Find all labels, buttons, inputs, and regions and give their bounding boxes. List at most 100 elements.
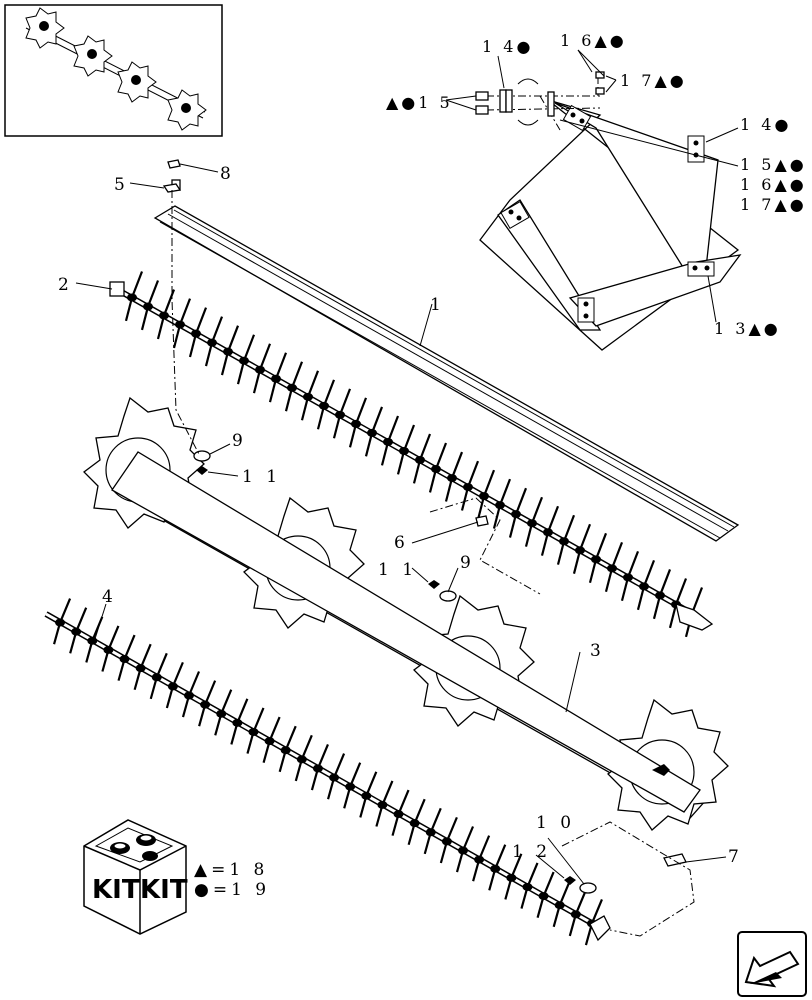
tine-collar (207, 338, 217, 347)
previous-page-arrow-icon[interactable] (737, 931, 807, 997)
tine-collar (175, 320, 185, 329)
tine-collar (184, 691, 194, 700)
tine (354, 397, 368, 425)
tine-collar (71, 627, 82, 636)
tine-collar (264, 737, 275, 746)
tine-collar (280, 746, 291, 755)
tine-collar (639, 582, 649, 591)
tine-collar (312, 764, 323, 773)
tine (674, 578, 688, 605)
tine-collar (383, 437, 393, 446)
detail-callout-16-right: 1 6▲● (740, 175, 807, 194)
part-2-tine-bar (109, 271, 714, 638)
tine-collar (393, 810, 404, 819)
tine-collar (399, 446, 409, 455)
tine-collar (570, 910, 581, 919)
tine (450, 451, 464, 479)
tine-collar (511, 510, 521, 519)
tine-collar (441, 837, 452, 846)
tine (466, 460, 480, 488)
tine (107, 625, 120, 651)
kit-legend-triangle: ▲=1 8 (194, 860, 268, 880)
tine-collar (296, 755, 307, 764)
tine (59, 598, 72, 623)
tine (370, 406, 384, 434)
callout-6: 6 (394, 533, 409, 553)
tine (578, 523, 592, 551)
tine-collar (335, 410, 345, 419)
tine (75, 607, 88, 633)
tine (204, 680, 217, 706)
tine-collar (287, 383, 297, 392)
tine-collar (447, 474, 457, 483)
tine-collar (543, 528, 553, 537)
tine (123, 634, 136, 660)
tine (155, 652, 168, 678)
tine-collar (554, 901, 565, 910)
tine-collar (159, 311, 169, 320)
tine-collar (151, 673, 162, 682)
tine-collar (415, 456, 425, 465)
tine-collar (329, 773, 340, 782)
tine (658, 569, 672, 596)
tine (258, 343, 272, 371)
tine (290, 361, 304, 389)
tine (349, 762, 362, 788)
tine (574, 889, 587, 915)
tine-collar (377, 800, 388, 809)
tine-collar (255, 365, 265, 374)
tine (562, 514, 576, 542)
tine (514, 487, 528, 515)
tine (429, 807, 442, 833)
tine-collar (319, 401, 329, 410)
tine (274, 352, 288, 380)
tine (226, 325, 240, 353)
tine-collar (522, 882, 533, 891)
tine (381, 780, 394, 806)
tine-collar (490, 864, 501, 873)
detail-callout-13-bottom: 1 3▲● (714, 319, 781, 338)
tine-collar (575, 546, 585, 555)
tine-collar (248, 727, 259, 736)
tine (210, 316, 224, 344)
tine (338, 388, 352, 416)
tine (526, 862, 539, 888)
tine (268, 716, 281, 742)
callout-3: 3 (590, 641, 605, 661)
tine-collar (303, 392, 313, 401)
tine (590, 899, 603, 924)
callout-4: 4 (102, 587, 117, 607)
tine (146, 280, 160, 307)
tine-collar (458, 846, 468, 855)
tine (434, 442, 448, 470)
kit-label-right: KIT (140, 875, 188, 905)
callout-11-upper: 1 1 (242, 467, 281, 487)
tine (194, 307, 208, 335)
detail-callout-17-right: 1 7▲● (740, 195, 807, 214)
detail-callout-16-top: 1 6▲● (560, 31, 627, 50)
tine (494, 844, 507, 870)
tine-collar (55, 618, 66, 627)
part-3-reel-shaft (83, 396, 729, 831)
callout-9-middle: 9 (460, 553, 475, 573)
tine (242, 334, 256, 362)
tine-collar (143, 302, 153, 311)
assembly-thumbnail-icon[interactable] (4, 4, 223, 137)
tine-collar (463, 483, 473, 492)
callout-5: 5 (114, 175, 129, 195)
tine (139, 643, 152, 669)
callout-1: 1 (430, 295, 445, 315)
tine-collar (167, 682, 178, 691)
detail-plate-assembly (475, 71, 742, 351)
tine (558, 880, 571, 906)
detail-callout-labels: 1 4● 1 6▲● 1 7▲● ▲●1 5 1 4● 1 5▲● 1 6▲● … (386, 31, 807, 338)
tine (178, 298, 192, 325)
tine (530, 496, 544, 524)
kit-legend-circle: ●=1 9 (194, 880, 270, 900)
part-4-tine-bar (44, 598, 611, 946)
tine (542, 871, 555, 897)
tine (418, 433, 432, 461)
tine-collar (119, 655, 130, 664)
callout-10: 1 0 (536, 813, 575, 833)
